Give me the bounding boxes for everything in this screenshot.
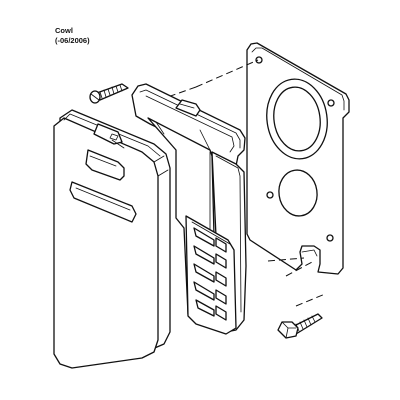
cover-label-slot xyxy=(69,181,137,223)
diagram-title-block: Cowl (-06/2006) xyxy=(55,26,90,46)
cover-tab xyxy=(93,123,123,145)
front-cover xyxy=(53,109,171,369)
screw-hole xyxy=(326,234,334,242)
diagram-title: Cowl xyxy=(55,26,73,35)
upper-hole xyxy=(266,78,328,160)
screw xyxy=(89,83,129,104)
screw-hole xyxy=(266,191,274,199)
screw-hole xyxy=(255,56,263,64)
mounting-plate xyxy=(246,42,350,275)
bolt xyxy=(277,313,323,339)
lower-hole xyxy=(278,169,318,217)
cowl-shroud xyxy=(131,83,247,335)
alignment-lines xyxy=(147,59,326,307)
grille-slots xyxy=(191,221,231,321)
screw-hole xyxy=(327,99,335,107)
diagram-subtitle: (-06/2006) xyxy=(55,36,90,45)
cover-recess xyxy=(85,149,125,181)
